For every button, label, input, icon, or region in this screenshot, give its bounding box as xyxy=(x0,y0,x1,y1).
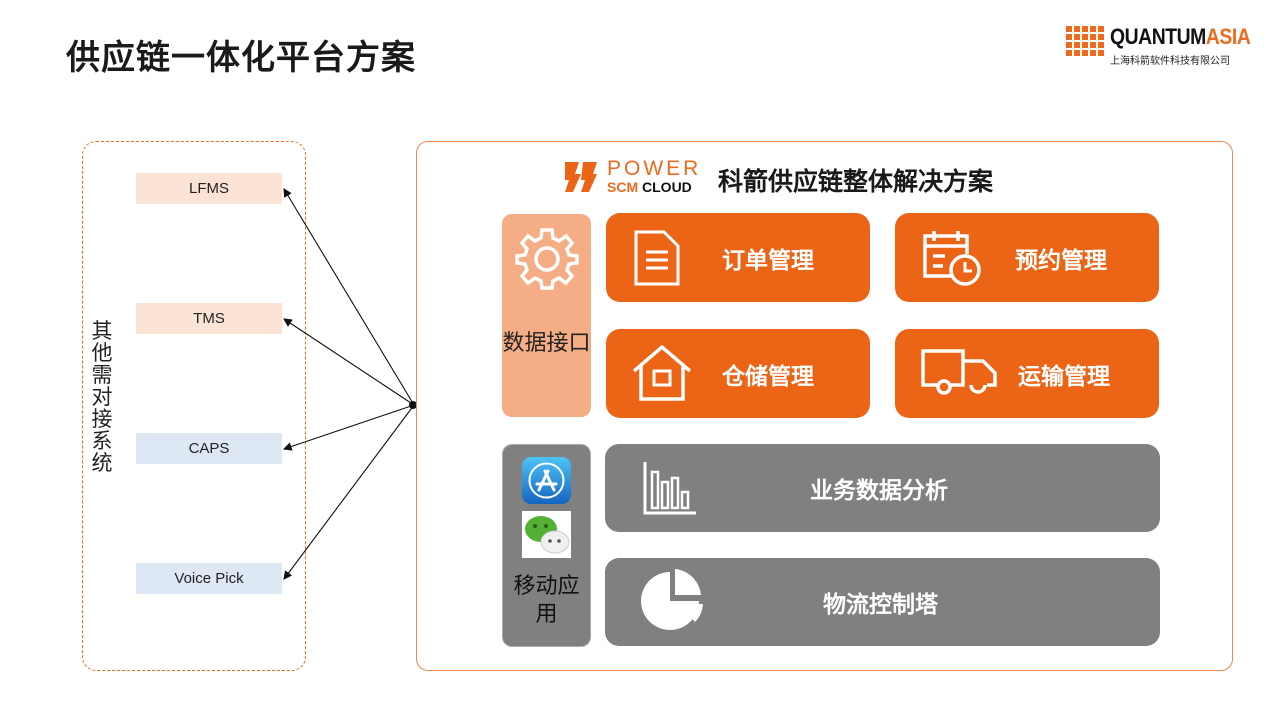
logistics-control-tower-tile[interactable]: 物流控制塔 xyxy=(605,558,1160,646)
wechat-icon xyxy=(522,511,571,558)
transport-management-label: 运输管理 xyxy=(1018,363,1110,390)
power-scm-cloud-logo: POWER SCM CLOUD xyxy=(563,157,713,196)
logo-subtitle: 上海科箭软件科技有限公司 xyxy=(1110,56,1230,67)
system-lfms: LFMS xyxy=(136,173,282,204)
mobile-app-block: 移动应用 xyxy=(502,444,591,647)
arrow-to-tms xyxy=(283,318,415,406)
business-analytics-label: 业务数据分析 xyxy=(810,478,948,504)
other-systems-panel xyxy=(82,141,306,671)
logo-text: QUANTUMASIA xyxy=(1110,24,1251,49)
logistics-control-tower-label: 物流控制塔 xyxy=(823,592,938,618)
data-interface-block: 数据接口 xyxy=(502,214,591,417)
mobile-app-label: 移动应用 xyxy=(513,574,580,627)
appointment-management-label: 预约管理 xyxy=(1015,247,1107,274)
business-analytics-tile[interactable]: 业务数据分析 xyxy=(605,444,1160,532)
truck-icon xyxy=(921,349,997,395)
power-logo-icon xyxy=(565,162,597,192)
other-systems-label: 其他需对接系统 xyxy=(91,319,113,475)
solution-title: 科箭供应链整体解决方案 xyxy=(718,167,994,196)
company-logo: QUANTUMASIA 上海科箭软件科技有限公司 xyxy=(1066,24,1256,70)
system-caps: CAPS xyxy=(136,433,282,464)
arrow-to-voice-pick xyxy=(283,404,415,580)
order-management-label: 订单管理 xyxy=(722,247,814,274)
transport-management-tile[interactable]: 运输管理 xyxy=(895,329,1159,418)
order-management-tile[interactable]: 订单管理 xyxy=(606,213,870,302)
arrow-to-lfms xyxy=(283,188,415,406)
app-store-icon xyxy=(522,457,571,504)
pie-chart-icon xyxy=(641,569,703,630)
system-tms: TMS xyxy=(136,303,282,334)
calendar-clock-icon xyxy=(923,231,981,286)
system-voice-pick: Voice Pick xyxy=(136,563,282,594)
bar-chart-icon xyxy=(643,462,696,515)
arrow-origin-dot xyxy=(409,401,417,409)
solution-panel xyxy=(416,141,1233,671)
warehouse-management-label: 仓储管理 xyxy=(722,363,814,390)
logo-dots-icon xyxy=(1066,26,1106,64)
data-interface-label: 数据接口 xyxy=(502,331,591,356)
appointment-management-tile[interactable]: 预约管理 xyxy=(895,213,1159,302)
document-icon xyxy=(634,230,680,286)
page-title: 供应链一体化平台方案 xyxy=(66,38,416,78)
house-icon xyxy=(632,344,692,401)
gear-icon xyxy=(515,228,579,290)
warehouse-management-tile[interactable]: 仓储管理 xyxy=(606,329,870,418)
arrow-to-caps xyxy=(282,404,415,451)
